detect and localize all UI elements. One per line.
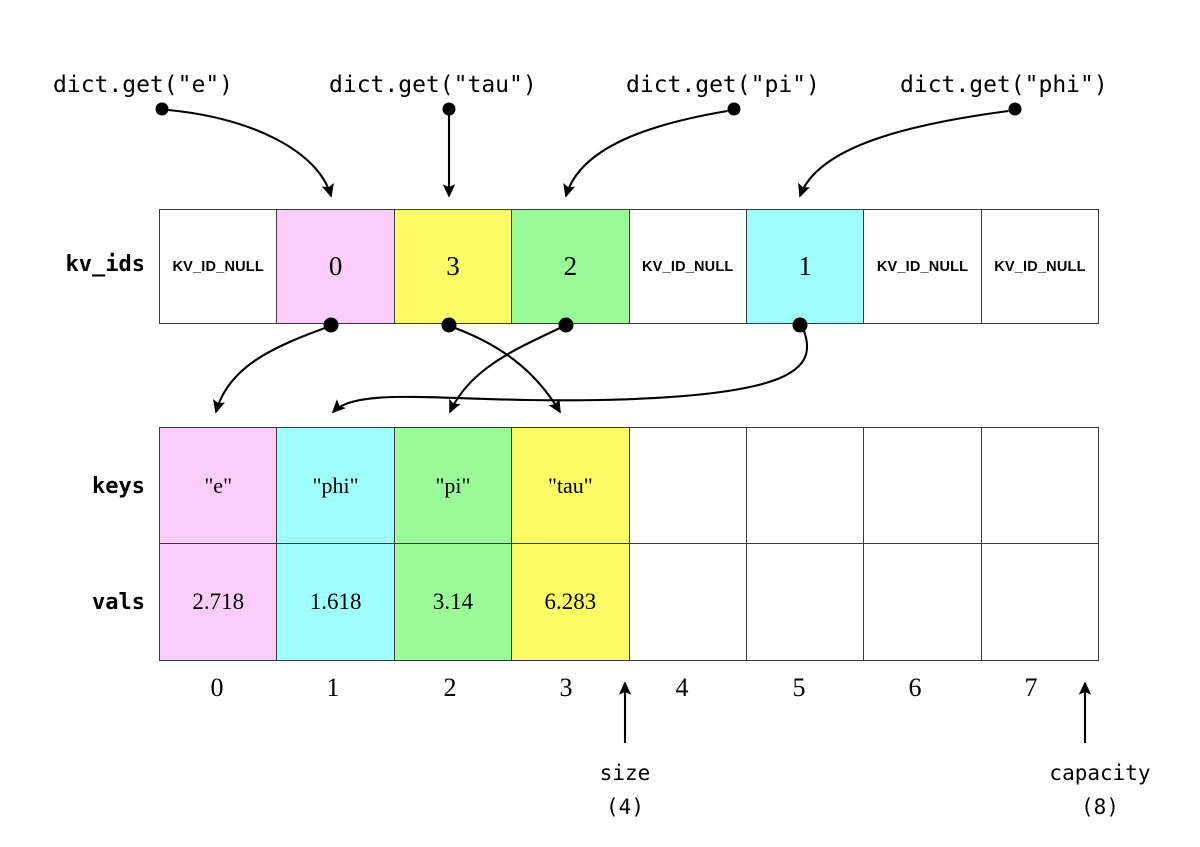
- link-arrow-slot2-entry3: [441, 317, 561, 414]
- capacity-marker-value: (8): [1081, 795, 1119, 819]
- keys-vals-array: "e" "phi" "pi" "tau" 2.718 1.618 3.14 6.…: [158, 427, 1100, 661]
- index-label-7: 7: [1024, 673, 1038, 702]
- link-arrow-slot1-entry0: [213, 317, 339, 414]
- table-row-vals: 2.718 1.618 3.14 6.283: [158, 543, 1100, 661]
- call-label-tau: dict.get("tau"): [329, 72, 537, 98]
- vals-cell-1[interactable]: 1.618: [276, 543, 395, 661]
- keys-cell-0[interactable]: "e": [158, 427, 278, 544]
- call-arrow-pi: [563, 102, 741, 198]
- table-row: KV_ID_NULL 0 3 2 KV_ID_NULL 1 KV_ID_NULL…: [158, 209, 1100, 324]
- call-label-phi: dict.get("phi"): [900, 72, 1108, 98]
- vals-cell-6[interactable]: [863, 543, 982, 661]
- kv-ids-cell-2[interactable]: 3: [393, 209, 513, 324]
- row-label-vals: vals: [92, 590, 145, 615]
- keys-cell-5[interactable]: [745, 427, 865, 544]
- call-arrow-e: [155, 102, 334, 198]
- vals-cell-2[interactable]: 3.14: [393, 543, 513, 661]
- kv-ids-cell-1[interactable]: 0: [276, 209, 395, 324]
- index-label-3: 3: [559, 673, 573, 702]
- kv-ids-array: KV_ID_NULL 0 3 2 KV_ID_NULL 1 KV_ID_NULL…: [158, 209, 1100, 324]
- vals-cell-4[interactable]: [628, 543, 747, 661]
- call-arrow-phi: [798, 102, 1022, 198]
- vals-cell-5[interactable]: [745, 543, 865, 661]
- index-label-1: 1: [326, 673, 340, 702]
- keys-cell-2[interactable]: "pi": [393, 427, 513, 544]
- table-row-keys: "e" "phi" "pi" "tau": [158, 427, 1100, 544]
- kv-ids-cell-3[interactable]: 2: [511, 209, 630, 324]
- link-arrow-slot5-entry1: [331, 317, 809, 414]
- keys-cell-1[interactable]: "phi": [276, 427, 395, 544]
- size-marker-label: size: [599, 761, 651, 785]
- keys-cell-7[interactable]: [980, 427, 1100, 544]
- keys-cell-3[interactable]: "tau": [511, 427, 630, 544]
- vals-cell-7[interactable]: [980, 543, 1100, 661]
- index-label-0: 0: [210, 673, 224, 702]
- keys-cell-6[interactable]: [863, 427, 982, 544]
- keys-cell-4[interactable]: [628, 427, 747, 544]
- kv-ids-cell-6[interactable]: KV_ID_NULL: [863, 209, 982, 324]
- row-label-kv-ids: kv_ids: [65, 252, 145, 277]
- index-label-4: 4: [675, 673, 689, 702]
- vals-cell-0[interactable]: 2.718: [158, 543, 278, 661]
- index-label-6: 6: [908, 673, 922, 702]
- row-label-keys: keys: [92, 474, 145, 499]
- call-arrow-tau: [442, 102, 456, 198]
- kv-ids-cell-7[interactable]: KV_ID_NULL: [980, 209, 1100, 324]
- index-label-2: 2: [443, 673, 457, 702]
- link-arrow-slot3-entry2: [449, 317, 574, 414]
- capacity-marker-label: capacity: [1049, 761, 1151, 785]
- index-label-5: 5: [792, 673, 806, 702]
- kv-ids-cell-0[interactable]: KV_ID_NULL: [158, 209, 278, 324]
- kv-ids-cell-5[interactable]: 1: [745, 209, 865, 324]
- vals-cell-3[interactable]: 6.283: [511, 543, 630, 661]
- kv-ids-cell-4[interactable]: KV_ID_NULL: [628, 209, 747, 324]
- call-label-e: dict.get("e"): [53, 72, 234, 98]
- size-marker-value: (4): [606, 795, 644, 819]
- call-label-pi: dict.get("pi"): [626, 72, 820, 98]
